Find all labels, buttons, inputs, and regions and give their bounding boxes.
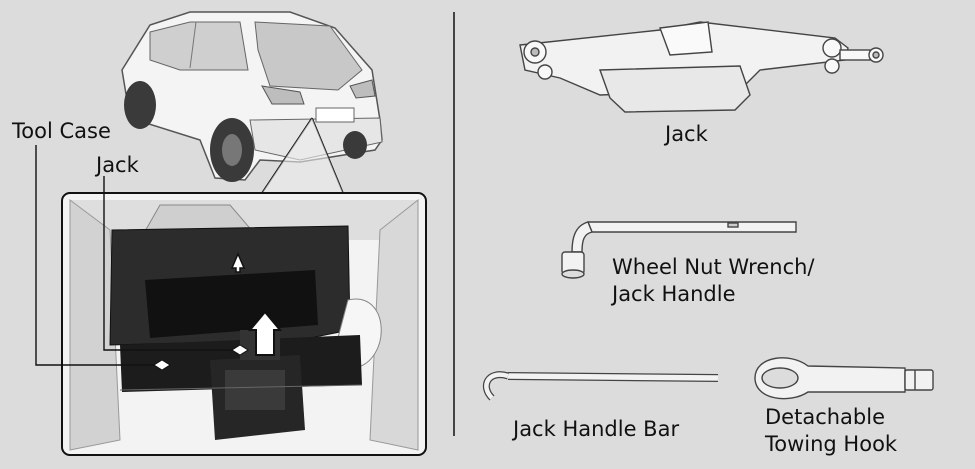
jack-illustration <box>519 21 884 113</box>
wheel-nut-wrench-illustration <box>561 221 797 279</box>
callout-tool-case: Tool Case <box>12 119 111 143</box>
callout-leaders <box>35 145 249 371</box>
zoom-indicator <box>261 117 344 194</box>
jack-label: Jack <box>665 122 708 146</box>
wrench-label-line1: Wheel Nut Wrench/ <box>612 255 815 279</box>
towing-hook-illustration <box>754 357 934 400</box>
handle-bar-label: Jack Handle Bar <box>513 417 680 441</box>
car-illustration <box>121 11 383 182</box>
towing-hook-label-line1: Detachable <box>765 405 886 429</box>
towing-hook-label-line2: Towing Hook <box>765 432 898 456</box>
wrench-label-line2: Jack Handle <box>612 282 736 306</box>
callout-jack: Jack <box>96 153 139 177</box>
cargo-inset <box>61 192 427 456</box>
jack-handle-bar-illustration <box>483 371 719 401</box>
